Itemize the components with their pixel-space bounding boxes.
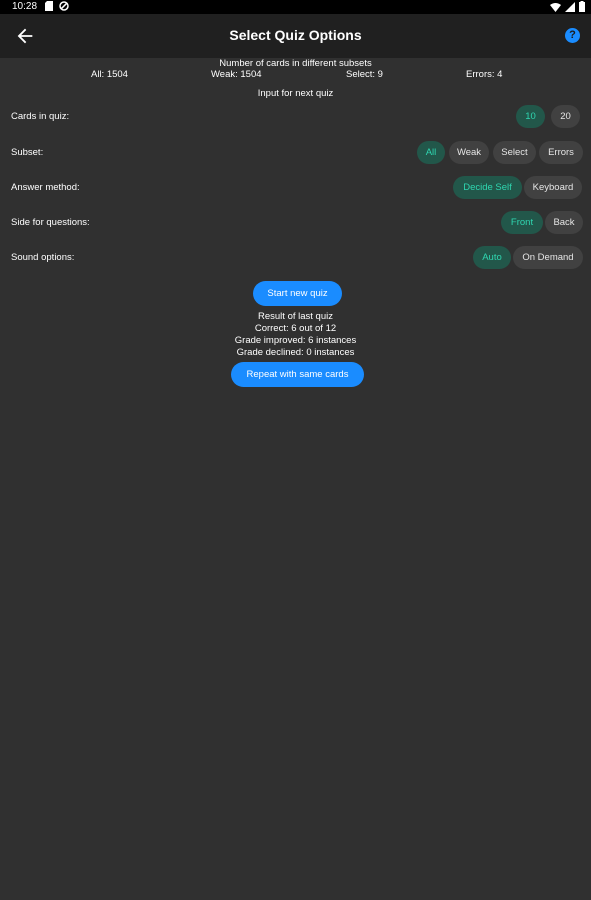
chip-subset-select[interactable]: Select: [493, 141, 536, 164]
repeat-same-cards-button[interactable]: Repeat with same cards: [231, 362, 364, 387]
count-all: All: 1504: [91, 69, 128, 80]
cards-in-quiz-label: Cards in quiz:: [11, 111, 70, 122]
wifi-icon: [550, 2, 561, 12]
sound-options-label: Sound options:: [11, 252, 75, 263]
count-errors: Errors: 4: [466, 69, 503, 80]
sd-card-icon: [45, 1, 53, 11]
side-for-questions-label: Side for questions:: [11, 217, 90, 228]
chip-sound-on-demand[interactable]: On Demand: [513, 246, 583, 269]
answer-method-label: Answer method:: [11, 182, 80, 193]
page-title: Select Quiz Options: [229, 27, 362, 43]
result-improved: Grade improved: 6 instances: [234, 335, 357, 346]
counts-heading: Number of cards in different subsets: [219, 58, 372, 69]
chip-answer-decide-self[interactable]: Decide Self: [453, 176, 522, 199]
chip-subset-errors[interactable]: Errors: [539, 141, 583, 164]
chip-cards-20[interactable]: 20: [551, 105, 580, 128]
battery-icon: [579, 1, 585, 12]
chip-side-front[interactable]: Front: [501, 211, 543, 234]
input-heading: Input for next quiz: [257, 88, 334, 99]
count-weak: Weak: 1504: [211, 69, 262, 80]
signal-icon: [565, 1, 575, 12]
chip-subset-all[interactable]: All: [417, 141, 445, 164]
chip-subset-weak[interactable]: Weak: [449, 141, 489, 164]
chip-answer-keyboard[interactable]: Keyboard: [524, 176, 582, 199]
chip-side-back[interactable]: Back: [545, 211, 583, 234]
back-arrow-icon[interactable]: [14, 25, 36, 47]
subset-label: Subset:: [11, 147, 44, 158]
app-bar: Select Quiz Options ?: [0, 14, 591, 58]
blocked-icon: [59, 1, 69, 11]
status-bar: 10:28: [0, 0, 591, 14]
chip-sound-auto[interactable]: Auto: [473, 246, 511, 269]
start-new-quiz-button[interactable]: Start new quiz: [253, 281, 342, 306]
count-select: Select: 9: [346, 69, 383, 80]
result-declined: Grade declined: 0 instances: [236, 347, 355, 358]
status-time: 10:28: [12, 1, 38, 12]
result-correct: Correct: 6 out of 12: [254, 323, 337, 334]
result-heading: Result of last quiz: [258, 311, 333, 322]
help-icon[interactable]: ?: [565, 28, 580, 43]
chip-cards-10[interactable]: 10: [516, 105, 545, 128]
